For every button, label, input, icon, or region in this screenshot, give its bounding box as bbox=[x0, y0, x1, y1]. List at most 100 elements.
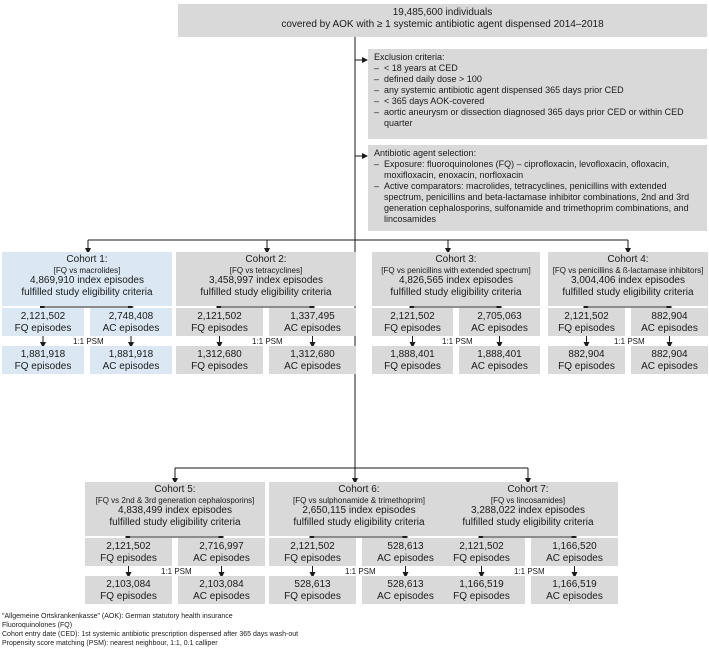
exclusion-item: < 365 days AOK-covered bbox=[374, 96, 701, 107]
cohort-box: Cohort 7:[FQ vs lincosamides]3,288,022 i… bbox=[438, 482, 618, 536]
psm-label: 1:1 PSM bbox=[161, 567, 192, 576]
fq-episodes-count: 2,121,502 bbox=[20, 311, 66, 322]
ac-episodes-label: AC episodes bbox=[641, 323, 698, 334]
fq-episodes-label: FQ episodes bbox=[191, 323, 248, 334]
ac-matched-episodes-label: AC episodes bbox=[193, 591, 250, 602]
fq-episodes-label: FQ episodes bbox=[558, 323, 615, 334]
ac-matched-episodes-count: 1,312,680 bbox=[290, 349, 335, 360]
psm-label: 1:1 PSM bbox=[614, 337, 645, 346]
ac-matched-episodes-count: 2,103,084 bbox=[199, 579, 244, 590]
ac-episodes-count: 882,904 bbox=[651, 311, 688, 322]
fq-matched-episodes-count: 882,904 bbox=[568, 349, 605, 360]
ac-episodes-count: 2,705,063 bbox=[477, 311, 522, 322]
psm-label: 1:1 PSM bbox=[514, 567, 545, 576]
fq-matched-episodes-label: FQ episodes bbox=[100, 591, 157, 602]
exclusion-title: Exclusion criteria: bbox=[374, 52, 445, 62]
cohort-index-count: 3,288,022 index episodes bbox=[471, 505, 585, 516]
cohort-comparison: [FQ vs lincosamides] bbox=[490, 496, 566, 505]
ac-episodes-label: AC episodes bbox=[471, 323, 528, 334]
ac-episodes-count: 528,613 bbox=[387, 541, 424, 552]
cohort-index-count: 2,650,115 index episodes bbox=[302, 505, 416, 516]
cohort-eligibility: fulfilled study eligibility criteria bbox=[562, 287, 694, 298]
fq-episodes-label: FQ episodes bbox=[453, 553, 510, 564]
cohort-title: Cohort 1: bbox=[66, 254, 108, 265]
psm-label: 1:1 PSM bbox=[345, 567, 376, 576]
cohort-eligibility: fulfilled study eligibility criteria bbox=[390, 287, 522, 298]
cohort-eligibility: fulfilled study eligibility criteria bbox=[200, 287, 332, 298]
cohort-eligibility: fulfilled study eligibility criteria bbox=[462, 517, 594, 528]
selection-title: Antibiotic agent selection: bbox=[374, 148, 477, 158]
cohort-title: Cohort 7: bbox=[507, 484, 549, 495]
ac-episodes-label: AC episodes bbox=[377, 553, 434, 564]
ac-episodes-count: 1,166,520 bbox=[552, 541, 597, 552]
cohort-title: Cohort 2: bbox=[245, 254, 287, 265]
ac-matched-episodes-count: 1,166,519 bbox=[552, 579, 597, 590]
ac-matched-episodes-label: AC episodes bbox=[102, 361, 160, 372]
cohort-comparison: [FQ vs sulphonamide & trimethoprim] bbox=[292, 496, 426, 505]
cohort-comparison: [FQ vs 2nd & 3rd generation cephalospori… bbox=[95, 496, 255, 505]
cohort-comparison: [FQ vs tetracyclines] bbox=[229, 266, 303, 275]
footnote: Propensity score matching (PSM): nearest… bbox=[2, 640, 218, 647]
cohort-index-count: 4,826,565 index episodes bbox=[399, 275, 513, 286]
ac-matched-episodes-label: AC episodes bbox=[284, 361, 341, 372]
fq-matched-episodes-count: 1,888,401 bbox=[390, 349, 435, 360]
cohort-index-count: 3,458,997 index episodes bbox=[209, 275, 323, 286]
fq-matched-episodes-count: 1,312,680 bbox=[197, 349, 242, 360]
population-count: 19,485,600 individuals bbox=[392, 7, 493, 18]
psm-label: 1:1 PSM bbox=[73, 337, 104, 346]
cohort-eligibility: fulfilled study eligibility criteria bbox=[21, 287, 153, 298]
ac-episodes-label: AC episodes bbox=[193, 553, 250, 564]
ac-matched-episodes-count: 882,904 bbox=[651, 349, 688, 360]
cohort-box: Cohort 5:[FQ vs 2nd & 3rd generation cep… bbox=[85, 482, 265, 536]
footnotes: "Allgemeine Ortskrankenkasse" (AOK): Ger… bbox=[2, 612, 298, 648]
antibiotic-selection-box: Antibiotic agent selection: Exposure: fl… bbox=[368, 145, 707, 231]
fq-matched-episodes-label: FQ episodes bbox=[384, 361, 441, 372]
exclusion-item: aortic aneurysm or dissection diagnosed … bbox=[374, 107, 701, 129]
psm-label: 1:1 PSM bbox=[252, 337, 283, 346]
exclusion-item: defined daily dose > 100 bbox=[374, 74, 701, 85]
fq-episodes-label: FQ episodes bbox=[284, 553, 341, 564]
fq-matched-episodes-label: FQ episodes bbox=[284, 591, 341, 602]
cohort-index-count: 4,838,499 index episodes bbox=[118, 505, 232, 516]
ac-episodes-label: AC episodes bbox=[102, 323, 160, 334]
ac-matched-episodes-label: AC episodes bbox=[546, 591, 603, 602]
ac-episodes-count: 1,337,495 bbox=[290, 311, 335, 322]
fq-matched-episodes-label: FQ episodes bbox=[191, 361, 248, 372]
ac-episodes-label: AC episodes bbox=[546, 553, 603, 564]
cohort-box: Cohort 6:[FQ vs sulphonamide & trimethop… bbox=[269, 482, 449, 536]
fq-matched-episodes-label: FQ episodes bbox=[14, 361, 72, 372]
fq-matched-episodes-label: FQ episodes bbox=[558, 361, 615, 372]
cohort-title: Cohort 6: bbox=[338, 484, 380, 495]
ac-matched-episodes-count: 1,881,918 bbox=[108, 349, 154, 360]
fq-episodes-label: FQ episodes bbox=[14, 323, 72, 334]
cohort-box: Cohort 3:[FQ vs penicillins with extende… bbox=[372, 252, 540, 306]
ac-matched-episodes-label: AC episodes bbox=[471, 361, 528, 372]
population-description: covered by AOK with ≥ 1 systemic antibio… bbox=[281, 19, 604, 30]
cohort-title: Cohort 4: bbox=[607, 254, 649, 265]
exclusion-item: < 18 years at CED bbox=[374, 63, 701, 74]
selection-comparators: Active comparators: macrolides, tetracyc… bbox=[374, 181, 701, 225]
footnote: Cohort entry date (CED): 1st systemic an… bbox=[2, 631, 299, 638]
cohort-title: Cohort 5: bbox=[154, 484, 196, 495]
population-box: 19,485,600 individuals covered by AOK wi… bbox=[178, 4, 707, 37]
cohort-title: Cohort 3: bbox=[435, 254, 477, 265]
cohort-eligibility: fulfilled study eligibility criteria bbox=[109, 517, 241, 528]
